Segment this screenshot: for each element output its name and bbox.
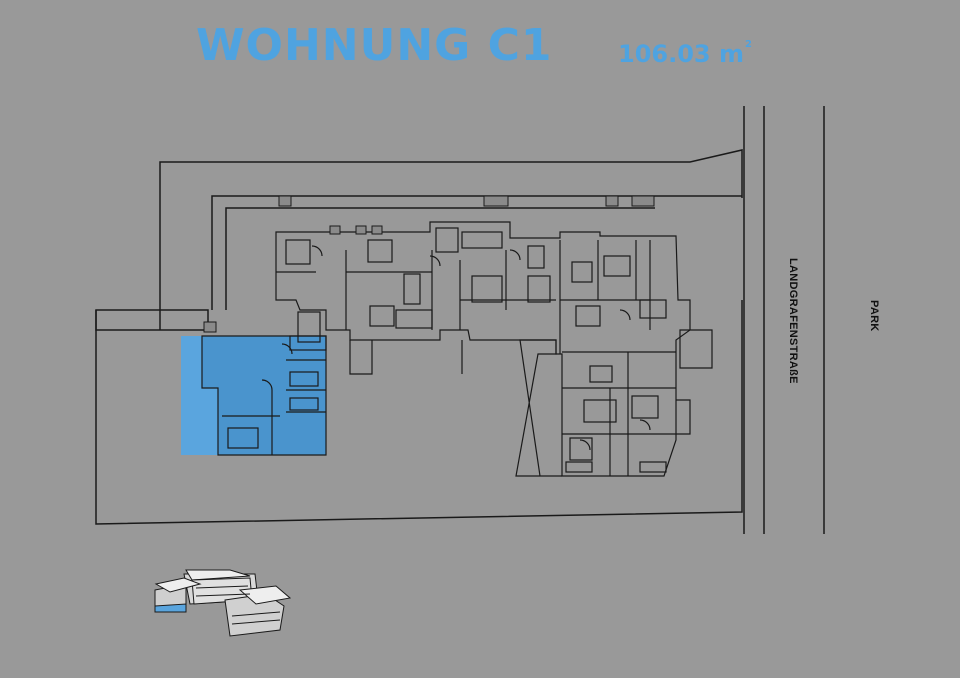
apartment-title: WOHNUNG C1 <box>196 20 553 71</box>
balcony-markers <box>203 195 655 333</box>
building-3d-icon <box>154 569 292 637</box>
area-value: 106.03 m <box>618 40 744 68</box>
park-label: PARK <box>868 300 880 332</box>
site-outline <box>95 149 743 525</box>
apartment-area: 106.03 m2 <box>618 39 752 68</box>
building-plan <box>275 221 713 477</box>
street-label: LANDGRAFENSTRAßE <box>787 258 799 384</box>
area-unit: 2 <box>744 39 752 50</box>
street-lines <box>743 106 825 534</box>
apartment-c1-highlight <box>181 335 327 456</box>
